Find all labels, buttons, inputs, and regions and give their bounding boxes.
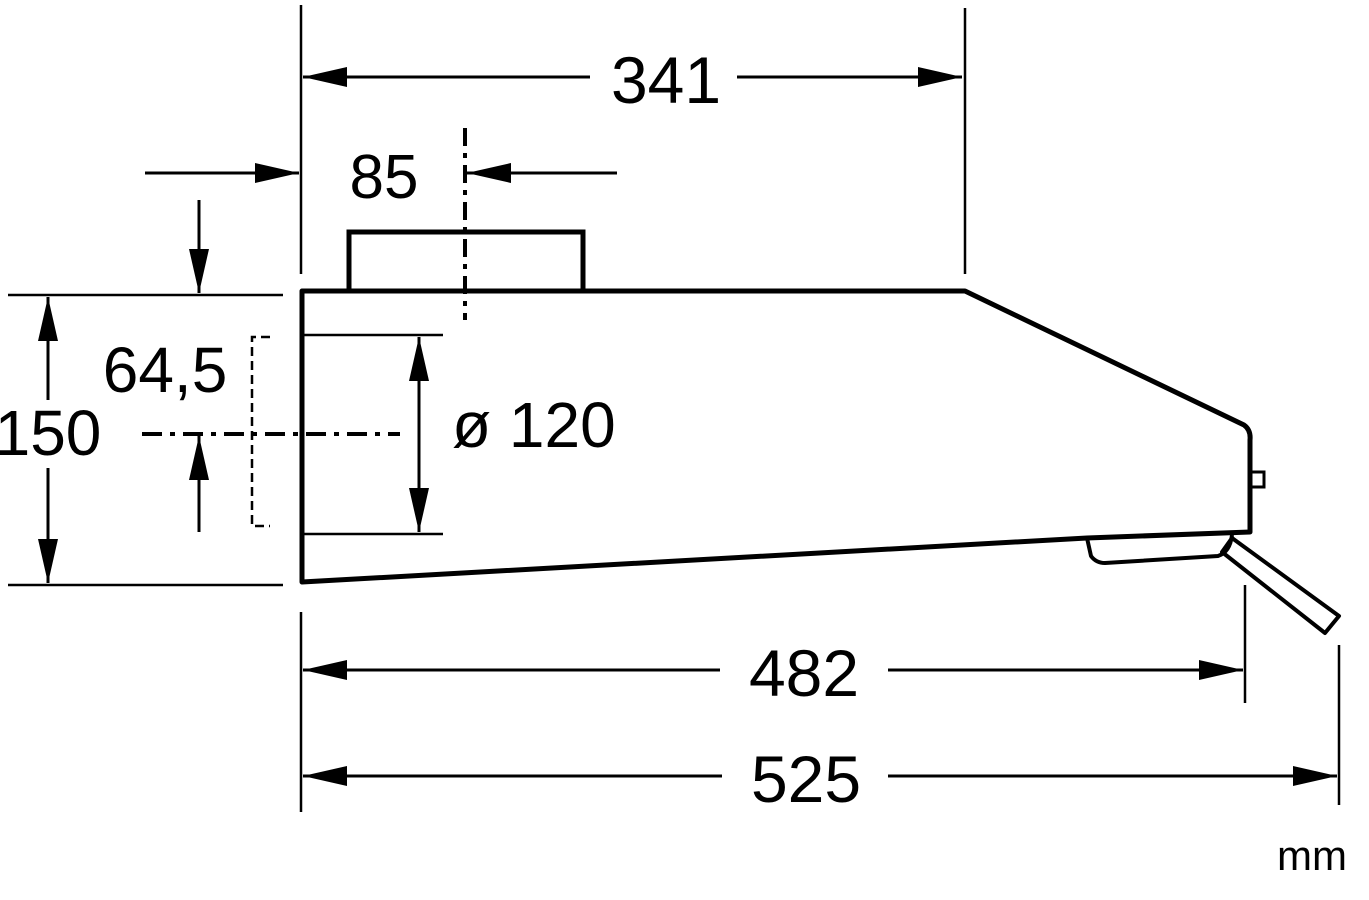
- control-knob: [1248, 470, 1266, 489]
- visor-extension: [1220, 536, 1341, 635]
- dimension-lines: [38, 67, 1337, 786]
- dimension-label-duct-diameter: ø 120: [452, 389, 616, 461]
- dimension-label-341: 341: [611, 43, 721, 117]
- duct-dashed-outline: [250, 335, 270, 528]
- dimension-label-85: 85: [350, 143, 419, 212]
- unit-label: mm: [1277, 832, 1347, 879]
- extension-lines: [8, 5, 1341, 812]
- dimension-label-150: 150: [0, 397, 101, 469]
- dimension-label-525: 525: [751, 742, 861, 816]
- hood-body-outline: [299, 288, 1253, 585]
- dimension-label-482: 482: [749, 636, 859, 710]
- dimension-label-64-5: 64,5: [103, 334, 228, 406]
